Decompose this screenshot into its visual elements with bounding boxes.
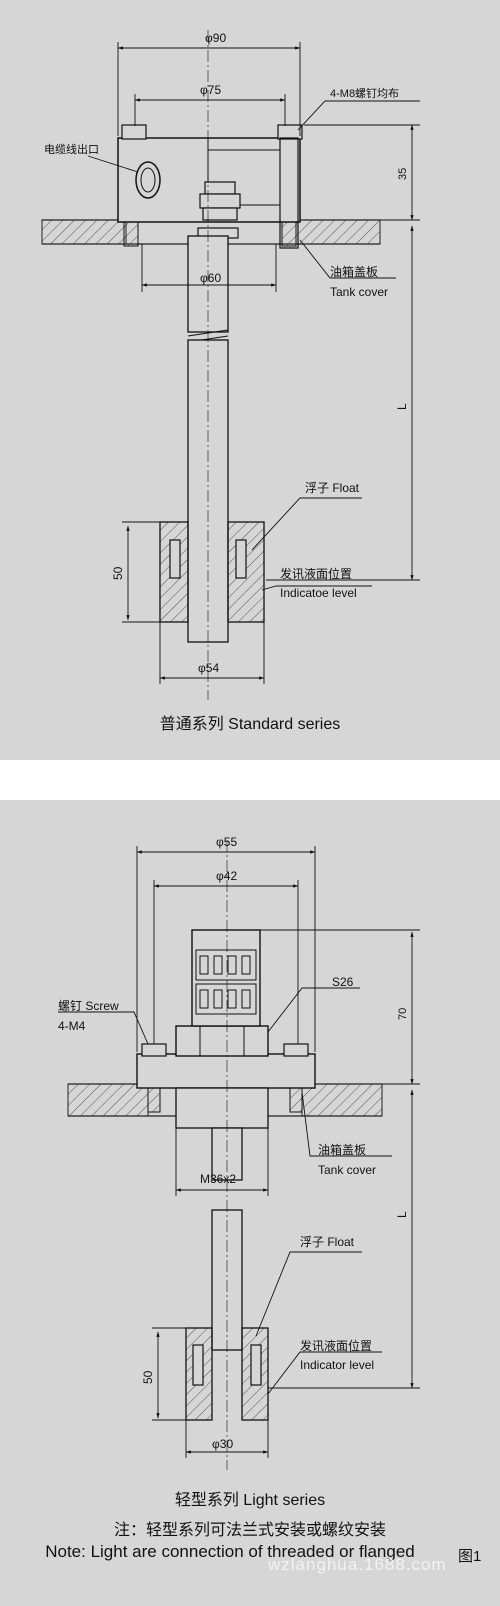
std-height-dim: 35: [397, 168, 409, 180]
leader-lines: [87, 100, 420, 591]
light-height-dim: 70: [397, 1008, 409, 1020]
cable-outlet-icon: [135, 161, 161, 199]
leader-lines: [58, 987, 392, 1395]
std-tank-cover-en: Tank cover: [330, 285, 388, 299]
light-float-dia: φ30: [212, 1437, 233, 1451]
light-float-height: 50: [141, 1370, 155, 1384]
watermark: wzlanghua.1688.com: [268, 1555, 447, 1574]
dimension-lines: [117, 30, 420, 700]
note-cn: 注：轻型系列可法兰式安装或螺纹安装: [113, 1522, 386, 1539]
light-float-label: 浮子 Float: [300, 1235, 355, 1249]
std-length: L: [395, 403, 409, 410]
hex-nut: [197, 181, 241, 239]
note-en: Note: Light are connection of threaded o…: [45, 1542, 415, 1561]
light-screw-spec: 4-M4: [58, 1019, 86, 1033]
light-length: L: [395, 1211, 409, 1218]
light-thread: M36x2: [200, 1172, 236, 1186]
std-float-dia: φ54: [198, 661, 219, 675]
standard-series-panel: φ90 φ75 4-M8螺钉均布 电缆线出口 35 φ60 油箱盖板 Tank …: [0, 0, 500, 760]
standard-series-drawing: φ90 φ75 4-M8螺钉均布 电缆线出口 35 φ60 油箱盖板 Tank …: [41, 30, 420, 700]
float: [159, 521, 265, 623]
figure-label: 图1: [458, 1548, 482, 1565]
std-level-cn: 发讯液面位置: [280, 566, 352, 581]
std-outer-dim: φ90: [205, 31, 226, 45]
std-tank-cover-cn: 油箱盖板: [330, 264, 378, 279]
std-rod-dim: φ60: [200, 271, 221, 285]
light-hex-size: S26: [332, 975, 354, 989]
std-bolt-circle-dim: φ75: [200, 83, 221, 97]
light-series-panel: φ55 φ42 S26 螺钉 Screw 4-M4 70 M36x2 油箱盖板 …: [0, 800, 500, 1606]
std-cable-outlet: 电缆线出口: [44, 142, 99, 156]
std-float-height: 50: [111, 566, 125, 580]
light-bolt-circle-dim: φ42: [216, 869, 237, 883]
dimension-lines: [136, 840, 420, 1470]
flange: [136, 1043, 316, 1129]
light-outer-dim: φ55: [216, 835, 237, 849]
float: [185, 1327, 269, 1421]
std-level-en: Indicatoe level: [280, 586, 357, 600]
light-caption: 轻型系列 Light series: [174, 1492, 326, 1509]
light-tank-cover-cn: 油箱盖板: [318, 1142, 366, 1157]
light-level-cn: 发讯液面位置: [300, 1338, 372, 1353]
hex-body: [175, 929, 269, 1057]
light-screw-label: 螺钉 Screw: [58, 999, 119, 1013]
std-float-label: 浮子 Float: [305, 481, 360, 495]
light-tank-cover-en: Tank cover: [318, 1163, 376, 1177]
std-bolt-spec: 4-M8螺钉均布: [330, 87, 399, 100]
std-caption: 普通系列 Standard series: [159, 716, 341, 733]
light-series-drawing: φ55 φ42 S26 螺钉 Screw 4-M4 70 M36x2 油箱盖板 …: [58, 835, 420, 1470]
light-level-en: Indicator level: [300, 1358, 374, 1372]
